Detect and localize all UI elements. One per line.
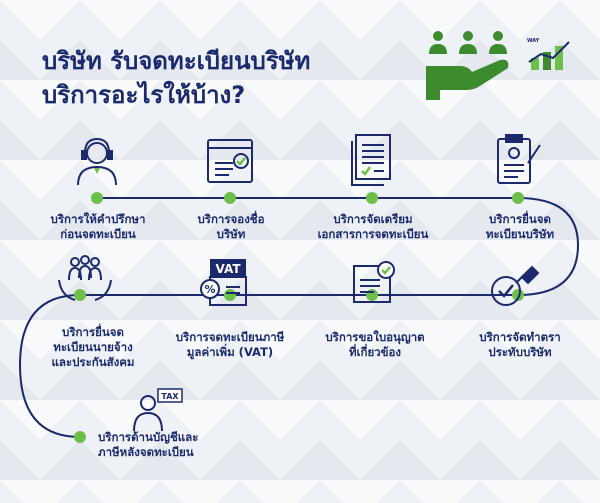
svg-text:TAX: TAX <box>161 392 179 401</box>
step-dot-8 <box>74 289 86 301</box>
step-label-4: บริการยื่นจด ทะเบียนบริษัท <box>485 212 555 241</box>
clipboard-icon <box>497 134 541 184</box>
consultant-headset-icon <box>77 137 117 186</box>
license-certificate-icon <box>353 261 395 303</box>
step-label-6: บริการขอใบอนุญาต ที่เกี่ยวข้อง <box>325 330 425 359</box>
title-line-1: บริษัท รับจดทะเบียนบริษัท <box>42 47 311 75</box>
step-label-8: บริการยื่นจด ทะเบียนนายจ้าง และประกันสัง… <box>51 325 135 369</box>
step-dot-1 <box>91 192 103 204</box>
step-dot-2 <box>224 192 236 204</box>
step-dot-3 <box>366 192 378 204</box>
stamp-icon <box>491 265 540 306</box>
step-label-3: บริการจัดเตรียม เอกสารการจดทะเบียน <box>317 212 429 241</box>
tax-accountant-icon: TAX <box>133 388 183 432</box>
logo-mark-icon <box>528 41 570 70</box>
browser-check-icon <box>207 139 253 183</box>
logo-text: WAY <box>527 38 540 44</box>
step-dot-9 <box>74 431 86 443</box>
step-label-1: บริการให้คำปรึกษา ก่อนจดทะเบียน <box>50 212 146 241</box>
document-check-icon <box>351 134 391 186</box>
step-label-7: บริการจดทะเบียนภาษี มูลค่าเพิ่ม (VAT) <box>175 330 285 359</box>
step-dot-5 <box>512 289 524 301</box>
title-line-2: บริการอะไรให้บ้าง? <box>42 81 246 109</box>
svg-text:VAT: VAT <box>215 262 241 276</box>
company-logo: WAY <box>527 38 573 72</box>
page-title: บริษัท รับจดทะเบียนบริษัท บริการอะไรให้บ… <box>42 44 310 112</box>
step-label-5: บริการจัดทำตรา ประทับบริษัท <box>479 330 561 359</box>
step-dot-4 <box>512 192 524 204</box>
svg-text:%: % <box>204 283 215 296</box>
team-hand-icon <box>426 31 509 100</box>
people-hands-icon <box>58 255 112 301</box>
step-label-2: บริการจองชื่อ บริษัท <box>197 212 265 241</box>
step-label-9: บริการด้านบัญชีและ ภาษีหลังจดทะเบียน <box>98 430 199 459</box>
vat-document-icon: VAT % <box>200 259 247 306</box>
